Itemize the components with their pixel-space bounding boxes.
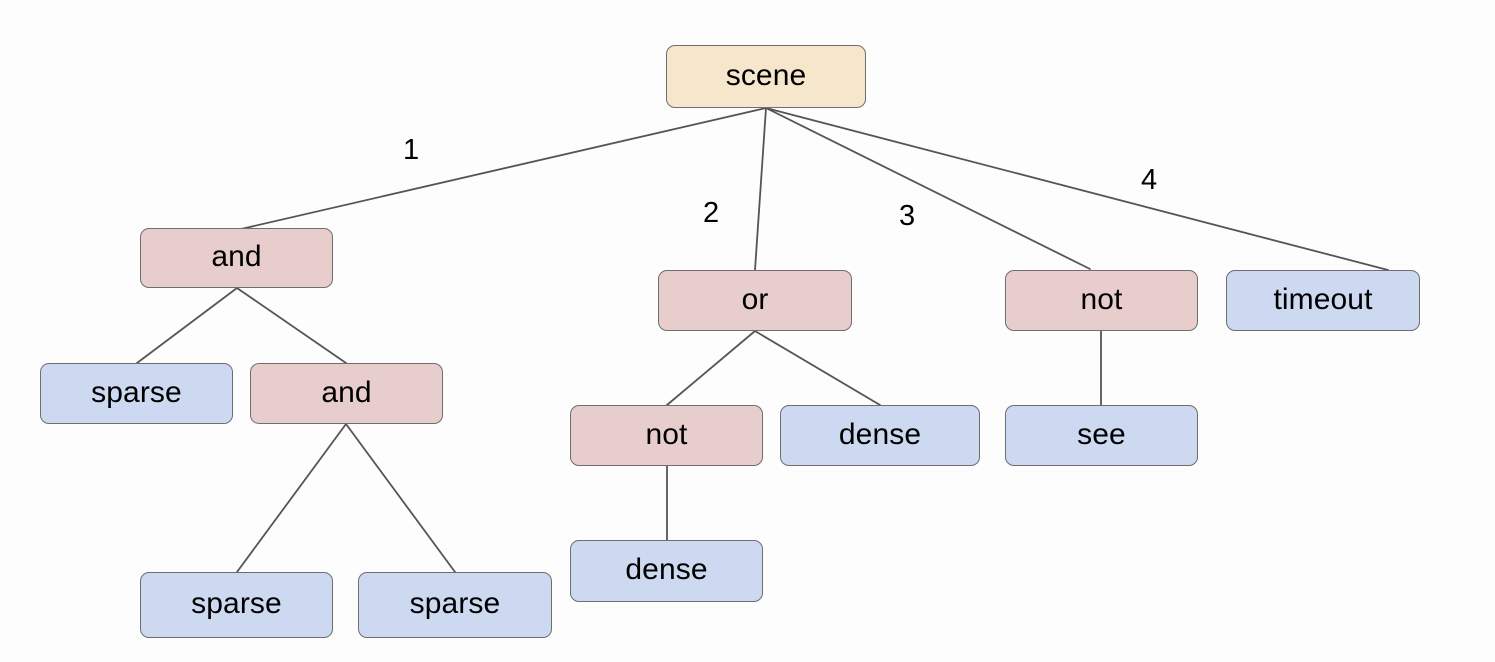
tree-node-not1[interactable]: not [1005, 270, 1198, 331]
edge-label-2: 2 [703, 197, 720, 229]
tree-node-label: sparse [191, 587, 282, 620]
tree-edge [345, 423, 456, 573]
tree-node-dense1[interactable]: dense [780, 405, 980, 466]
tree-node-label: sparse [91, 375, 182, 409]
tree-node-and2[interactable]: and [250, 363, 443, 424]
tree-node-label: and [321, 375, 372, 409]
tree-node-see1[interactable]: see [1005, 405, 1198, 466]
edge-label-4: 4 [1141, 164, 1158, 196]
tree-node-label: see [1077, 417, 1126, 451]
tree-node-label: dense [625, 553, 708, 586]
tree-edge [765, 107, 1091, 270]
tree-edge [236, 423, 347, 573]
tree-node-not2[interactable]: not [570, 405, 763, 466]
edge-label-1: 1 [403, 134, 420, 166]
edge-label-3: 3 [899, 200, 916, 232]
tree-node-or1[interactable]: or [658, 270, 852, 331]
tree-node-sparse1[interactable]: sparse [40, 363, 233, 424]
tree-node-timeout1[interactable]: timeout [1226, 270, 1420, 331]
tree-node-label: or [741, 282, 769, 316]
tree-edge [754, 107, 767, 271]
tree-node-and1[interactable]: and [140, 228, 333, 288]
tree-node-scene[interactable]: scene [666, 45, 866, 108]
tree-node-label: timeout [1273, 282, 1373, 316]
tree-edge [754, 330, 881, 406]
tree-node-label: and [211, 240, 262, 273]
tree-node-sparse3[interactable]: sparse [358, 572, 552, 638]
tree-edge [236, 287, 347, 364]
tree-node-dense2[interactable]: dense [570, 540, 763, 602]
tree-node-sparse2[interactable]: sparse [140, 572, 333, 638]
tree-node-label: sparse [409, 587, 501, 620]
tree-edge [136, 287, 238, 364]
tree-node-label: not [1080, 282, 1123, 316]
tree-node-label: dense [838, 417, 922, 451]
tree-node-label: scene [725, 58, 807, 92]
tree-node-label: not [645, 417, 688, 451]
tree-edge [765, 107, 1389, 271]
tree-edge [666, 330, 756, 406]
tree-edge [240, 107, 767, 230]
